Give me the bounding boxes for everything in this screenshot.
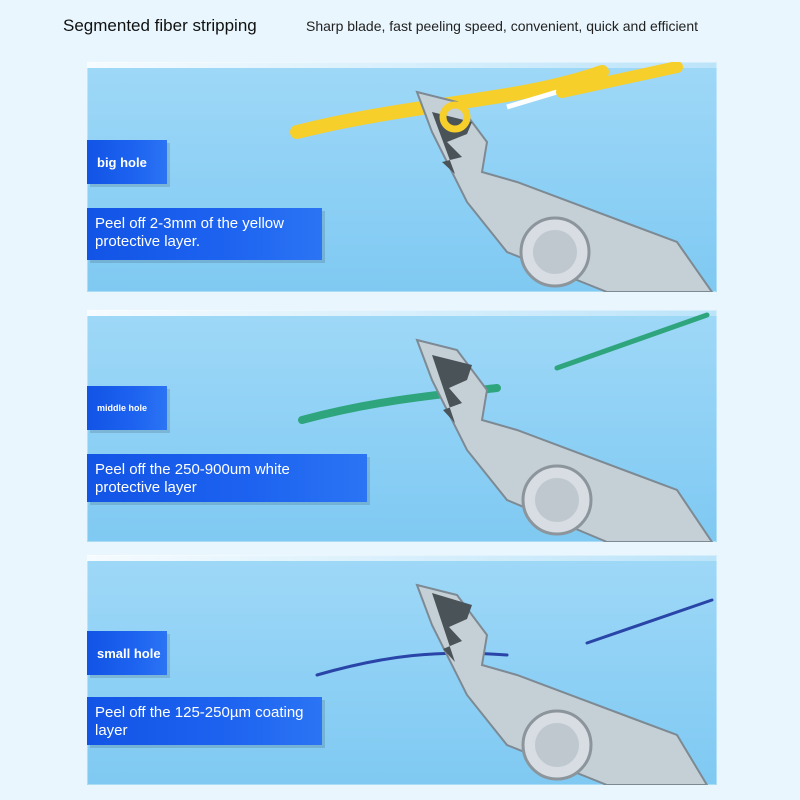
panel-big-hole: big hole Peel off 2-3mm of the yellow pr… [87,62,717,292]
stripper-illustration-big [290,62,714,292]
hole-label: small hole [87,631,167,675]
panel-middle-hole: middle hole Peel off the 250-900um white… [87,310,717,542]
hole-label: middle hole [87,386,167,430]
header: Segmented fiber stripping Sharp blade, f… [0,0,800,60]
description-box: Peel off the 125-250µm coating layer [87,697,322,745]
description-box: Peel off 2-3mm of the yellow protective … [87,208,322,260]
page-title: Segmented fiber stripping [63,16,257,35]
stripper-illustration-small [315,583,714,785]
description-box: Peel off the 250-900um white protective … [87,454,367,502]
hole-label: big hole [87,140,167,184]
panel-small-hole: small hole Peel off the 125-250µm coatin… [87,555,717,785]
stripper-illustration-middle [298,312,714,542]
tagline: Sharp blade, fast peeling speed, conveni… [306,18,699,34]
